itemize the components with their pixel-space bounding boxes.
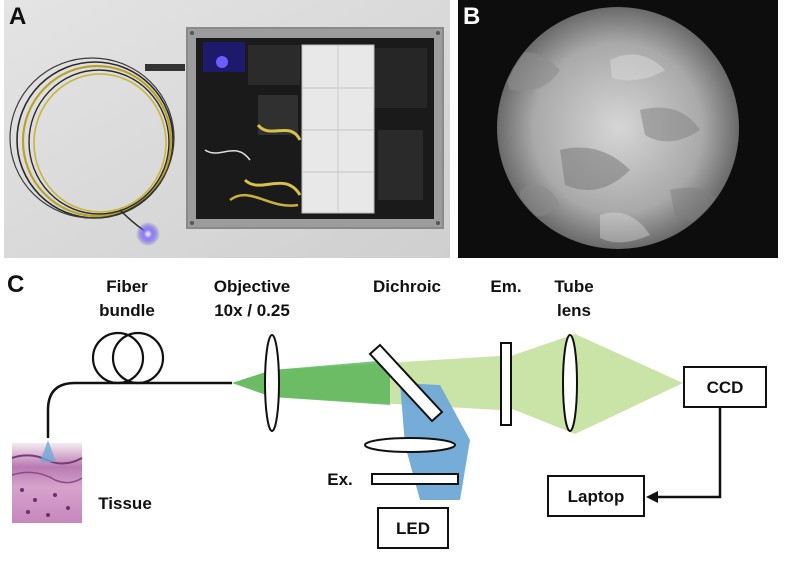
fiber-bundle-coil-icon bbox=[91, 331, 165, 385]
arrowhead-icon bbox=[646, 491, 658, 503]
dichroic-label: Dichroic bbox=[373, 277, 441, 296]
panel-c-label: C bbox=[7, 271, 24, 298]
fiber-tip-glow bbox=[136, 222, 160, 246]
tube-lens bbox=[562, 334, 578, 432]
objective-label-line2: 10x / 0.25 bbox=[214, 301, 290, 320]
panel-b-image: B bbox=[458, 0, 778, 258]
excitation-filter bbox=[371, 473, 459, 485]
led-box bbox=[377, 507, 449, 549]
panel-a-label: A bbox=[9, 3, 26, 30]
tissue-sample bbox=[11, 440, 83, 523]
ccd-laptop-connector bbox=[656, 407, 722, 499]
led-label: LED bbox=[396, 519, 430, 538]
tube-lens-label-line2: lens bbox=[557, 301, 591, 320]
panel-c-schematic: C bbox=[7, 271, 767, 549]
tube-lens-label-line1: Tube bbox=[554, 277, 593, 296]
fiber-bundle-label-line1: Fiber bbox=[106, 277, 148, 296]
fiber-connector bbox=[145, 64, 185, 71]
fiber-bundle-label-line2: bundle bbox=[99, 301, 155, 320]
dichroic-mirror bbox=[368, 343, 444, 423]
instrument-chassis bbox=[186, 27, 444, 229]
focused-beam bbox=[232, 360, 390, 405]
excitation-label: Ex. bbox=[327, 470, 353, 489]
tissue-texture bbox=[500, 52, 725, 243]
ccd-label: CCD bbox=[707, 378, 744, 397]
led-lens bbox=[364, 437, 456, 453]
ccd-box bbox=[683, 366, 767, 408]
objective-label-line1: Objective bbox=[214, 277, 291, 296]
tissue-label: Tissue bbox=[98, 494, 152, 513]
objective-lens bbox=[264, 334, 280, 432]
laptop-label: Laptop bbox=[568, 487, 625, 506]
laptop-box bbox=[547, 475, 645, 517]
panel-b-label: B bbox=[463, 3, 480, 30]
emission-filter bbox=[500, 342, 512, 426]
panel-a-photo: A bbox=[4, 0, 450, 258]
emission-label: Em. bbox=[490, 277, 521, 296]
fiber-line bbox=[46, 381, 232, 438]
